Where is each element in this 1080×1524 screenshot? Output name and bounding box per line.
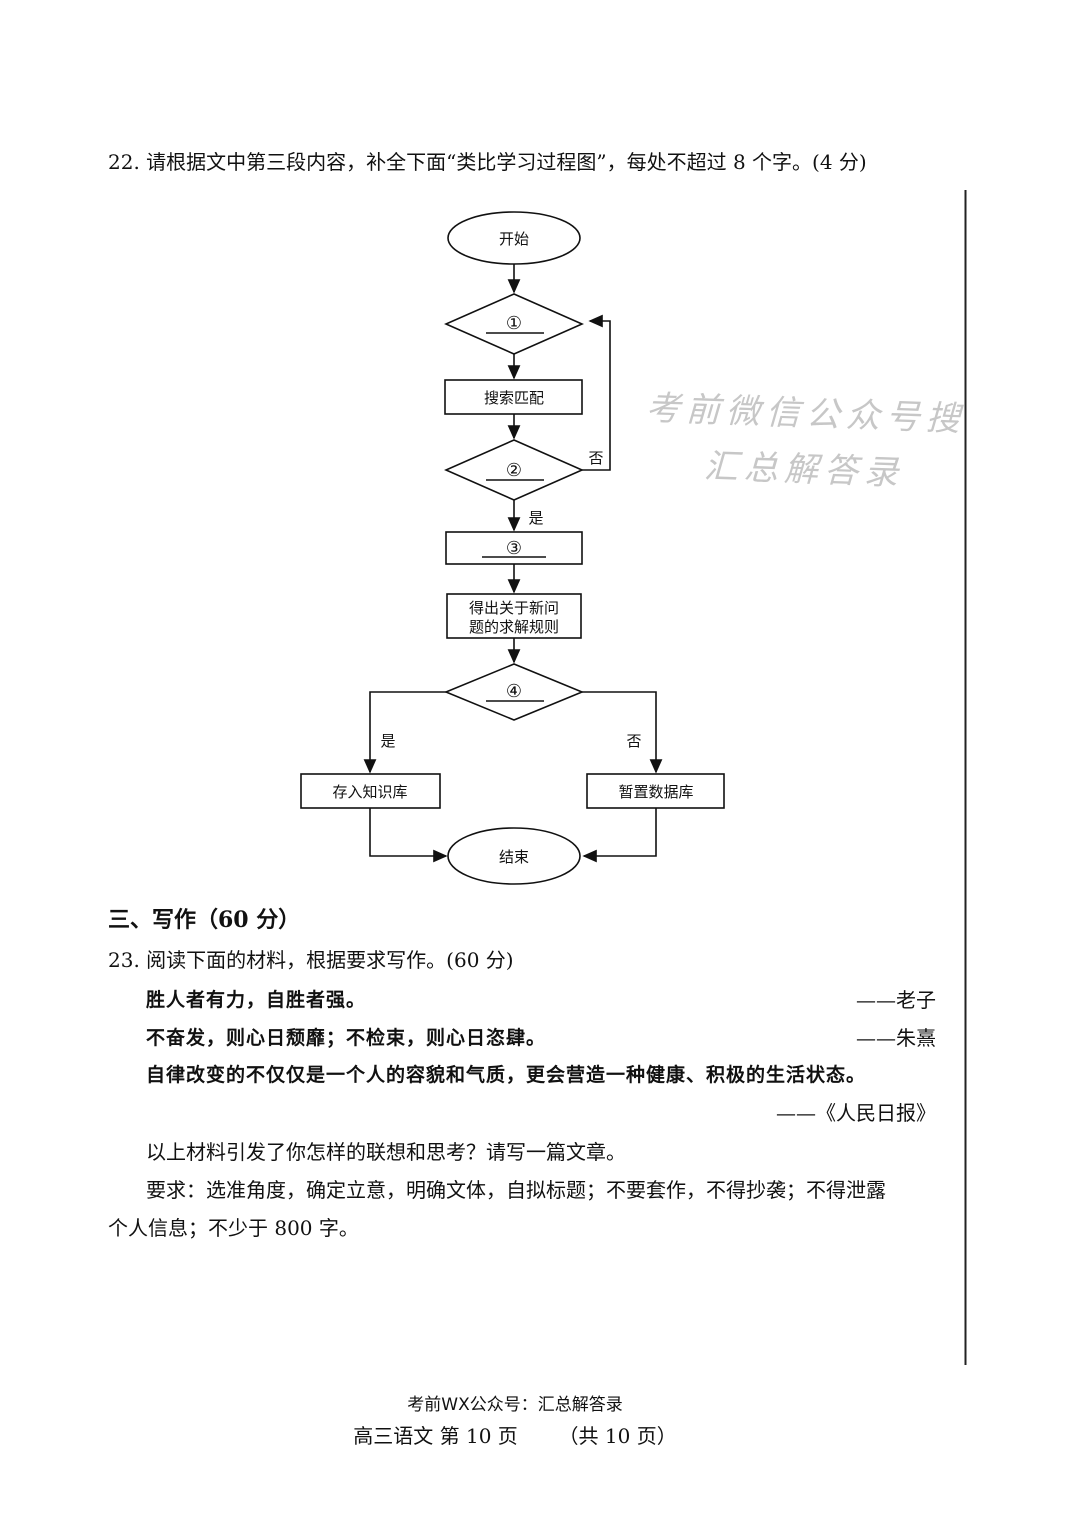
yes-down-label: 是	[528, 509, 543, 527]
blank-2-label: ②	[506, 460, 522, 481]
quote-3: 自律改变的不仅仅是一个人的容貌和气质，更会营造一种健康、积极的生活状态。	[146, 1064, 867, 1086]
flowchart: 开始 ① 搜索匹配 ② 否 是 ③ 得出关于新问 题的求解规则 ④ 是 否 存入…	[290, 200, 750, 900]
temp-label: 暂置数据库	[618, 783, 693, 801]
rule-label-line2: 题的求解规则	[469, 618, 559, 636]
rule-label-line1: 得出关于新问	[469, 599, 559, 617]
start-label: 开始	[499, 230, 529, 248]
footer-page: 高三语文 第 10 页 （共 10 页）	[0, 1420, 1030, 1449]
margin-rule	[964, 190, 967, 1365]
writing-prompt: 以上材料引发了你怎样的联想和思考？请写一篇文章。	[146, 1140, 626, 1164]
question-23-text: 23. 阅读下面的材料，根据要求写作。(60 分)	[108, 948, 514, 972]
no-right-label: 否	[626, 732, 641, 750]
question-22-text: 22. 请根据文中第三段内容，补全下面“类比学习过程图”，每处不超过 8 个字。…	[108, 150, 867, 174]
quote-1: 胜人者有力，自胜者强。	[146, 989, 367, 1011]
footer-note: 考前WX公众号：汇总解答录	[407, 1395, 623, 1415]
blank-4-label: ④	[506, 681, 522, 702]
quote-3-source: ——《人民日报》	[776, 1101, 936, 1125]
decision-4	[443, 663, 585, 721]
no-loop-label: 否	[588, 449, 603, 467]
blank-1-label: ①	[506, 313, 522, 334]
rule-box	[446, 593, 582, 639]
page-number: 高三语文 第 10 页	[353, 1424, 518, 1448]
yes-left-label: 是	[380, 732, 395, 750]
section-3-title: 三、写作（60 分）	[108, 907, 301, 933]
store-label: 存入知识库	[332, 783, 407, 801]
end-node	[447, 827, 581, 885]
requirements-line-1: 要求：选准角度，确定立意，明确文体，自拟标题；不要套作，不得抄袭；不得泄露	[146, 1178, 886, 1202]
page-total: （共 10 页）	[558, 1424, 677, 1448]
watermark: 考前微信公众号搜 汇总解答录	[628, 380, 982, 504]
requirements-line-2: 个人信息；不少于 800 字。	[108, 1216, 359, 1240]
search-label: 搜索匹配	[484, 389, 544, 407]
quote-2: 不奋发，则心日颓靡；不检束，则心日恣肆。	[146, 1027, 547, 1049]
quote-2-source: ——朱熹	[856, 1026, 936, 1050]
end-label: 结束	[499, 848, 529, 866]
store-box	[300, 773, 441, 809]
blank-3-label: ③	[506, 538, 522, 559]
quote-1-source: ——老子	[856, 988, 936, 1012]
temp-box	[586, 773, 725, 809]
